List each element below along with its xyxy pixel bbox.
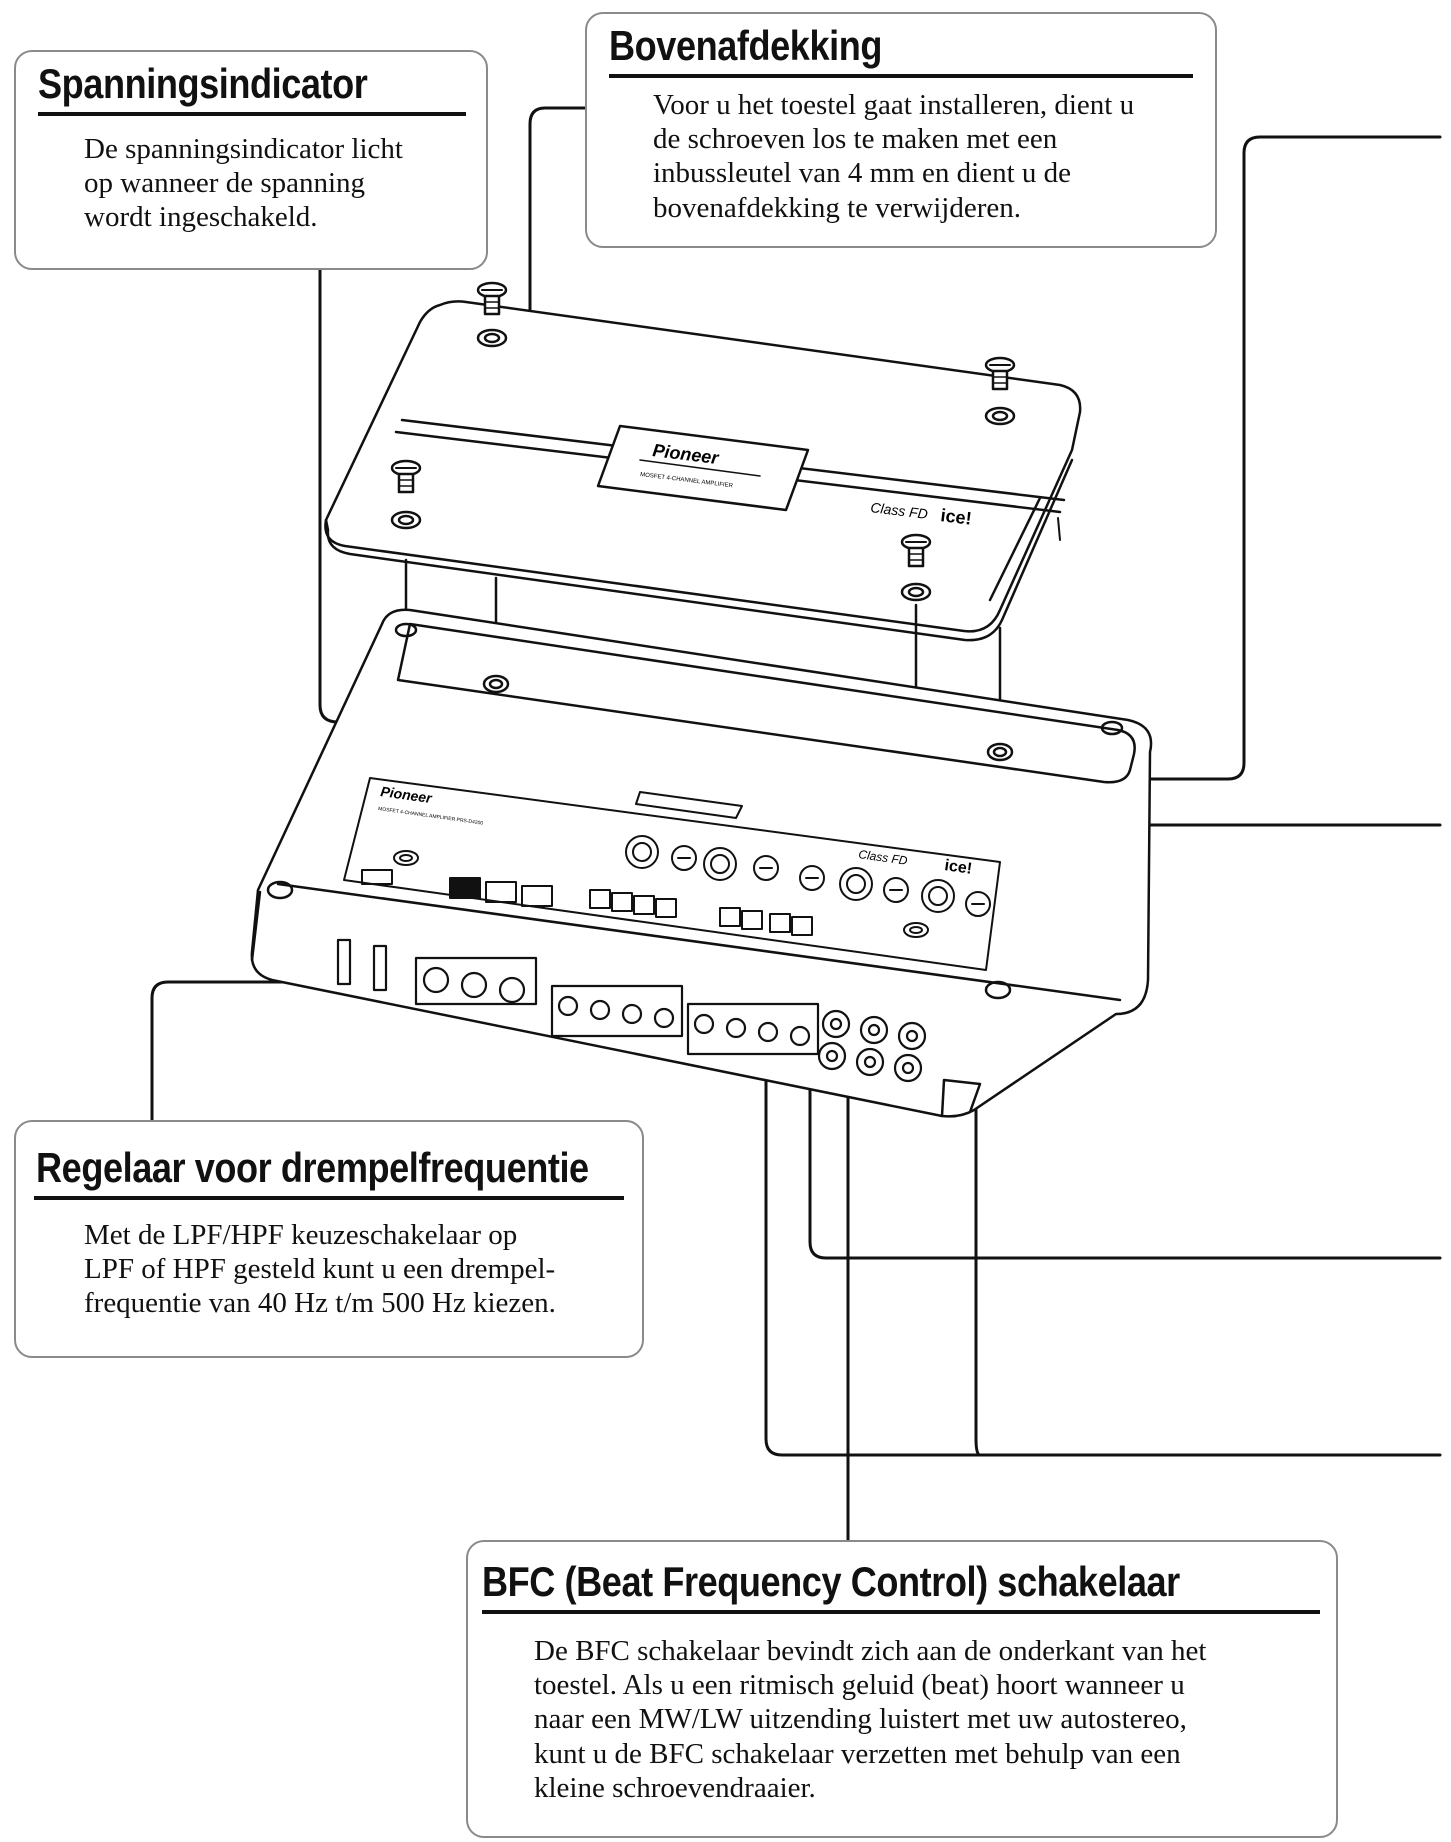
panel-class-mark: Class FD (858, 847, 909, 868)
body-line: wordt ingeschakeld. (84, 201, 318, 234)
body-line: toestel. Als u een ritmisch geluid (beat… (534, 1669, 1185, 1702)
callout-top-cover: Bovenafdekking Voor u het toestel gaat i… (585, 12, 1217, 248)
body-line: frequentie van 40 Hz t/m 500 Hz kiezen. (84, 1287, 556, 1320)
body-line: op wanneer de spanning (84, 167, 366, 200)
panel-ice-mark: ice! (943, 857, 973, 878)
cover-class-mark: Class FD (870, 499, 929, 522)
callout-bfc-switch: BFC (Beat Frequency Control) schakelaar … (466, 1540, 1338, 1838)
top-cover (324, 300, 1082, 642)
body-line: naar een MW/LW uitzending luistert met u… (534, 1703, 1187, 1736)
body-line: LPF of HPF gesteld kunt u een drempel- (84, 1253, 556, 1286)
callout-body: Met de LPF/HPF keuzeschakelaar op LPF of… (84, 1218, 642, 1321)
body-line: de schroeven los te maken met een (653, 123, 1058, 156)
body-line: kleine schroevendraaier. (534, 1771, 816, 1804)
body-line: kunt u de BFC schakelaar verzetten met b… (534, 1737, 1181, 1770)
callout-title: BFC (Beat Frequency Control) schakelaar (482, 1558, 1180, 1605)
callout-power-indicator: Spanningsindicator De spanningsindicator… (14, 50, 488, 270)
cover-screws (390, 281, 1016, 568)
cover-ice-mark: ice! (940, 505, 973, 529)
callout-body: De BFC schakelaar bevindt zich aan de on… (534, 1634, 1336, 1805)
title-underline (609, 74, 1193, 78)
callout-title: Spanningsindicator (38, 60, 368, 107)
body-line: Voor u het toestel gaat installeren, die… (653, 89, 1135, 121)
callout-title: Regelaar voor drempelfrequentie (36, 1144, 589, 1191)
body-line: De BFC schakelaar bevindt zich aan de on… (534, 1635, 1207, 1667)
front-connectors (336, 938, 927, 1083)
title-underline (482, 1610, 1320, 1614)
title-underline (38, 112, 466, 116)
body-line: bovenafdekking te verwijderen. (653, 191, 1021, 224)
callout-title: Bovenafdekking (609, 22, 882, 69)
body-line: De spanningsindicator licht (84, 133, 403, 165)
callout-body: Voor u het toestel gaat installeren, die… (653, 88, 1215, 225)
callout-body: De spanningsindicator licht op wanneer d… (84, 132, 486, 235)
body-line: inbussleutel van 4 mm en dient u de (653, 157, 1072, 190)
panel-brand-logo: Pioneer (380, 783, 435, 806)
cover-nameplate (596, 424, 810, 512)
callout-cutoff-frequency: Regelaar voor drempelfrequentie Met de L… (14, 1120, 644, 1358)
control-panel (343, 777, 1001, 971)
body-line: Met de LPF/HPF keuzeschakelaar op (84, 1219, 518, 1251)
title-underline (34, 1196, 624, 1200)
